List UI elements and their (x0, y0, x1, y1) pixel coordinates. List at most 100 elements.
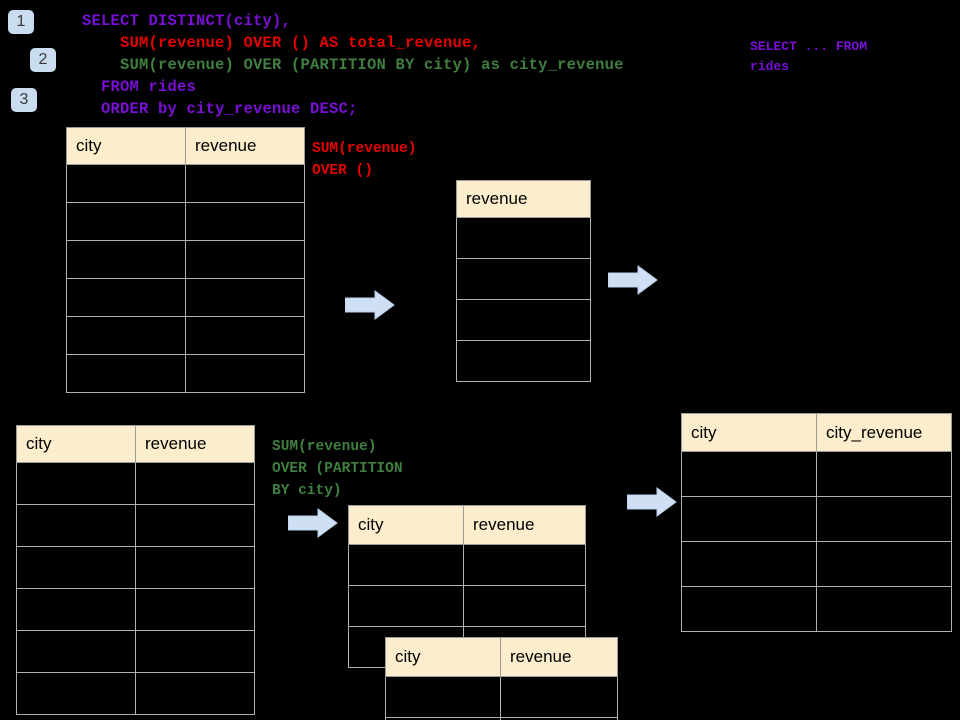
sql-line-from: FROM rides (82, 78, 197, 96)
annotation-from-rides-line2: rides (750, 59, 790, 74)
table-cell (66, 202, 186, 241)
table-cell (16, 546, 136, 589)
annotation-from-rides-line1: SELECT ... FROM (750, 39, 868, 54)
table-cell (385, 676, 501, 718)
table-cell (66, 240, 186, 279)
arrow-partition-to-result (627, 487, 677, 517)
table-cell (16, 588, 136, 631)
partition-table-front: city revenue (385, 637, 618, 720)
table-cell (816, 451, 952, 497)
table-cell (816, 496, 952, 542)
table-cell (135, 462, 255, 505)
table-cell (456, 299, 591, 341)
table-cell (463, 544, 586, 586)
table-row (681, 541, 952, 587)
table-cell (135, 672, 255, 715)
arrow-total-to-result (608, 265, 658, 295)
table-row (456, 258, 591, 300)
table-cell (16, 462, 136, 505)
table-cell (681, 496, 817, 542)
table-cell (185, 278, 305, 317)
source-table-bottom: city revenue (16, 425, 255, 715)
table-cell (681, 541, 817, 587)
table-cell (16, 672, 136, 715)
table-row (66, 316, 305, 355)
step-badge-3: 3 (11, 88, 37, 112)
table-cell (16, 504, 136, 547)
table-row (385, 717, 618, 720)
table-header-row: city city_revenue (681, 413, 952, 452)
table-cell (185, 240, 305, 279)
table-row (66, 164, 305, 203)
table-cell (135, 546, 255, 589)
annotation-over-partition-line1: SUM(revenue) (272, 439, 377, 455)
table-header-row: city revenue (66, 127, 305, 165)
column-header-revenue: revenue (185, 127, 305, 165)
table-cell (463, 585, 586, 627)
source-table-top: city revenue (66, 127, 305, 393)
table-row (16, 504, 255, 547)
table-cell (500, 676, 618, 718)
table-cell (135, 588, 255, 631)
table-row (66, 354, 305, 393)
sql-line-total-revenue: SUM(revenue) OVER () AS total_revenue, (82, 34, 482, 52)
table-row (456, 217, 591, 259)
sql-line-select: SELECT DISTINCT(city), (82, 12, 292, 30)
column-header-city: city (348, 505, 464, 545)
table-row (16, 630, 255, 673)
table-cell (66, 164, 186, 203)
table-cell (816, 586, 952, 632)
table-row (348, 544, 586, 586)
table-cell (185, 354, 305, 393)
annotation-over-partition-line2: OVER (PARTITION (272, 461, 403, 477)
annotation-over-empty-line1: SUM(revenue) (312, 141, 417, 157)
table-cell (66, 278, 186, 317)
table-cell (66, 316, 186, 355)
table-header-row: city revenue (16, 425, 255, 463)
table-cell (348, 585, 464, 627)
table-header-row: city revenue (348, 505, 586, 545)
table-cell (135, 504, 255, 547)
arrow-source-to-partition (288, 508, 338, 538)
table-cell (185, 164, 305, 203)
column-header-city: city (16, 425, 136, 463)
table-cell (185, 316, 305, 355)
table-cell (185, 202, 305, 241)
table-row (66, 240, 305, 279)
column-header-city: city (385, 637, 501, 677)
table-row (681, 586, 952, 632)
step-badge-1: 1 (8, 10, 34, 34)
result-table: city city_revenue (681, 413, 952, 632)
table-cell (681, 451, 817, 497)
table-row (16, 672, 255, 715)
step-badge-2: 2 (30, 48, 56, 72)
table-cell (456, 340, 591, 382)
sql-line-city-revenue: SUM(revenue) OVER (PARTITION BY city) as… (82, 56, 624, 74)
column-header-city: city (681, 413, 817, 452)
table-cell (66, 354, 186, 393)
table-header-row: revenue (456, 180, 591, 218)
sql-line-order-by: ORDER by city_revenue DESC; (82, 100, 358, 118)
table-cell (456, 217, 591, 259)
column-header-city: city (66, 127, 186, 165)
table-row (385, 676, 618, 718)
table-cell (16, 630, 136, 673)
table-row (456, 340, 591, 382)
column-header-revenue: revenue (500, 637, 618, 677)
column-header-city-revenue: city_revenue (816, 413, 952, 452)
table-row (16, 546, 255, 589)
table-row (66, 202, 305, 241)
table-row (16, 462, 255, 505)
arrow-source-to-total (345, 290, 395, 320)
table-cell (500, 717, 618, 720)
total-revenue-table: revenue (456, 180, 591, 382)
table-row (456, 299, 591, 341)
table-cell (348, 544, 464, 586)
table-cell (456, 258, 591, 300)
column-header-revenue: revenue (135, 425, 255, 463)
table-cell (816, 541, 952, 587)
column-header-revenue: revenue (456, 180, 591, 218)
table-row (348, 585, 586, 627)
annotation-over-empty-line2: OVER () (312, 163, 373, 179)
